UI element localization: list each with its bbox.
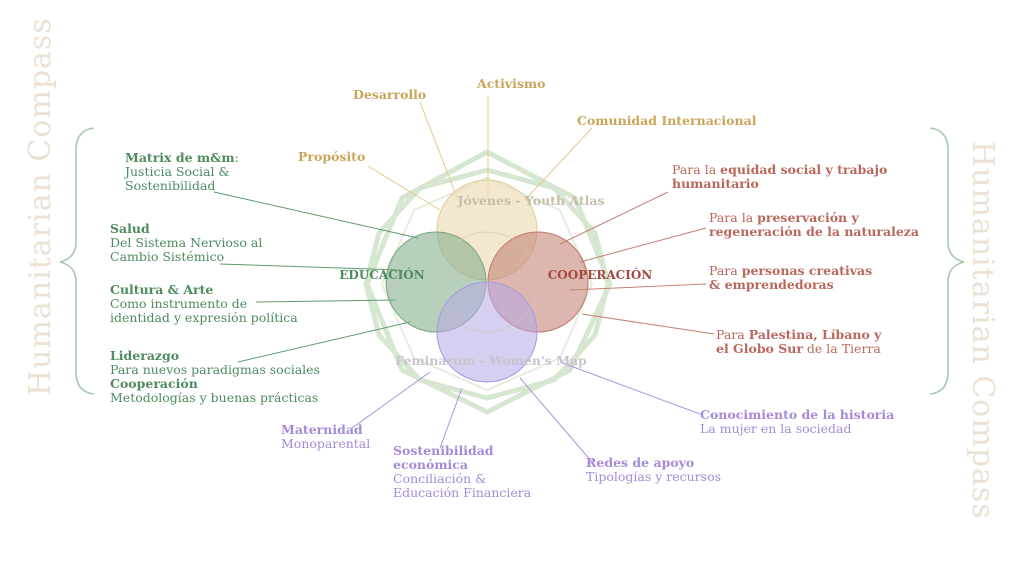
r2-bold2: regeneración de la naturaleza	[709, 224, 919, 239]
cooperacion-line1: Metodologías y buenas prácticas	[110, 390, 319, 405]
r3-bold2: & emprendedoras	[709, 277, 834, 292]
liderazgo-line1: Para nuevos paradigmas sociales	[110, 362, 320, 377]
label-conocimiento: Conocimiento de la historia La mujer en …	[700, 408, 894, 436]
line-proposito	[367, 165, 441, 211]
line-conocimiento	[559, 361, 701, 415]
line-redes	[519, 377, 593, 463]
cooperacion-title: Cooperación	[110, 376, 198, 391]
maternidad-title: Maternidad	[281, 422, 363, 437]
salud-line1: Del Sistema Nervioso al	[110, 235, 263, 250]
r3-bold1: personas creativas	[741, 263, 873, 278]
label-salud: Salud Del Sistema Nervioso al Cambio Sis…	[110, 222, 262, 264]
matrix-title: Matrix de m&m	[125, 150, 235, 165]
circle-center-ring	[436, 231, 538, 333]
r1-bold2: humanitario	[672, 176, 759, 191]
line-sostenibilidad	[439, 387, 463, 449]
maternidad-line1: Monoparental	[281, 436, 371, 451]
r4-pre: Para	[716, 327, 749, 342]
label-creativas: Para personas creativas & emprendedoras	[709, 264, 872, 292]
r2-pre: Para la	[709, 210, 758, 225]
line-palestina	[581, 313, 715, 335]
label-redes: Redes de apoyo Tipologías y recursos	[586, 456, 721, 484]
cultura-line2: identidad y expresión política	[110, 310, 298, 325]
label-preservacion: Para la preservación y regeneración de l…	[709, 211, 919, 239]
label-proposito: Propósito	[298, 149, 366, 164]
line-desarrollo	[419, 101, 459, 201]
salud-title: Salud	[110, 221, 150, 236]
label-activismo: Activismo	[477, 76, 546, 91]
sost-title2: económica	[393, 457, 469, 472]
r1-pre: Para la	[672, 162, 721, 177]
redes-title: Redes de apoyo	[586, 455, 695, 470]
label-cultura: Cultura & Arte Como instrumento de ident…	[110, 283, 298, 325]
r3-pre: Para	[709, 263, 742, 278]
r4-bold1: Palestina, Líbano y	[748, 327, 882, 342]
r2-bold1: preservación y	[757, 210, 859, 225]
line-preservacion	[579, 227, 707, 263]
label-liderazgo: Liderazgo Para nuevos paradigmas sociale…	[110, 349, 320, 377]
line-matrix	[213, 191, 419, 239]
line-liderazgo	[237, 321, 411, 363]
label-equidad: Para la equidad social y trabajo humanit…	[672, 163, 887, 191]
label-cooperacion: Cooperación Metodologías y buenas prácti…	[110, 377, 318, 405]
matrix-colon: :	[234, 150, 239, 165]
label-comunidad: Comunidad Internacional	[577, 113, 757, 128]
line-maternidad	[351, 371, 431, 429]
label-maternidad: Maternidad Monoparental	[281, 423, 370, 451]
sost-title1: Sostenibilidad	[393, 443, 494, 458]
right-brace	[929, 127, 965, 395]
redes-line1: Tipologías y recursos	[586, 469, 722, 484]
matrix-line1: Justicia Social &	[125, 164, 230, 179]
circle-top-label: Jóvenes - Youth Atlas	[456, 193, 604, 208]
star-frame	[363, 149, 613, 415]
circle-left-label: EDUCACIÓN	[339, 266, 424, 282]
liderazgo-title: Liderazgo	[110, 348, 180, 363]
salud-line2: Cambio Sistémico	[110, 249, 225, 264]
line-salud	[219, 263, 401, 271]
circle-bottom-label: Feminarum - Women's Map	[395, 353, 587, 368]
cultura-line1: Como instrumento de	[110, 296, 248, 311]
line-cultura	[255, 299, 397, 303]
line-comunidad	[524, 127, 593, 201]
r4-post: de la Tierra	[802, 341, 881, 356]
label-matrix: Matrix de m&m: Justicia Social & Sosteni…	[125, 151, 239, 193]
conoc-line1: La mujer en la sociedad	[700, 421, 852, 436]
r4-bold2: el Globo Sur	[716, 341, 803, 356]
label-desarrollo: Desarrollo	[353, 87, 427, 102]
cultura-title: Cultura & Arte	[110, 282, 214, 297]
label-palestina: Para Palestina, Líbano y el Globo Sur de…	[716, 328, 881, 356]
left-brace	[59, 127, 95, 395]
line-equidad	[559, 191, 669, 245]
sost-line1: Conciliación &	[393, 471, 487, 486]
matrix-line2: Sostenibilidad	[125, 178, 216, 193]
line-creativas	[569, 283, 707, 291]
conoc-title: Conocimiento de la historia	[700, 407, 895, 422]
circle-right-label: COOPERACIÓN	[548, 266, 653, 282]
sost-line2: Educación Financiera	[393, 485, 532, 500]
r1-bold1: equidad social y trabajo	[720, 162, 888, 177]
label-sostenibilidad: Sostenibilidad económica Conciliación & …	[393, 444, 531, 500]
